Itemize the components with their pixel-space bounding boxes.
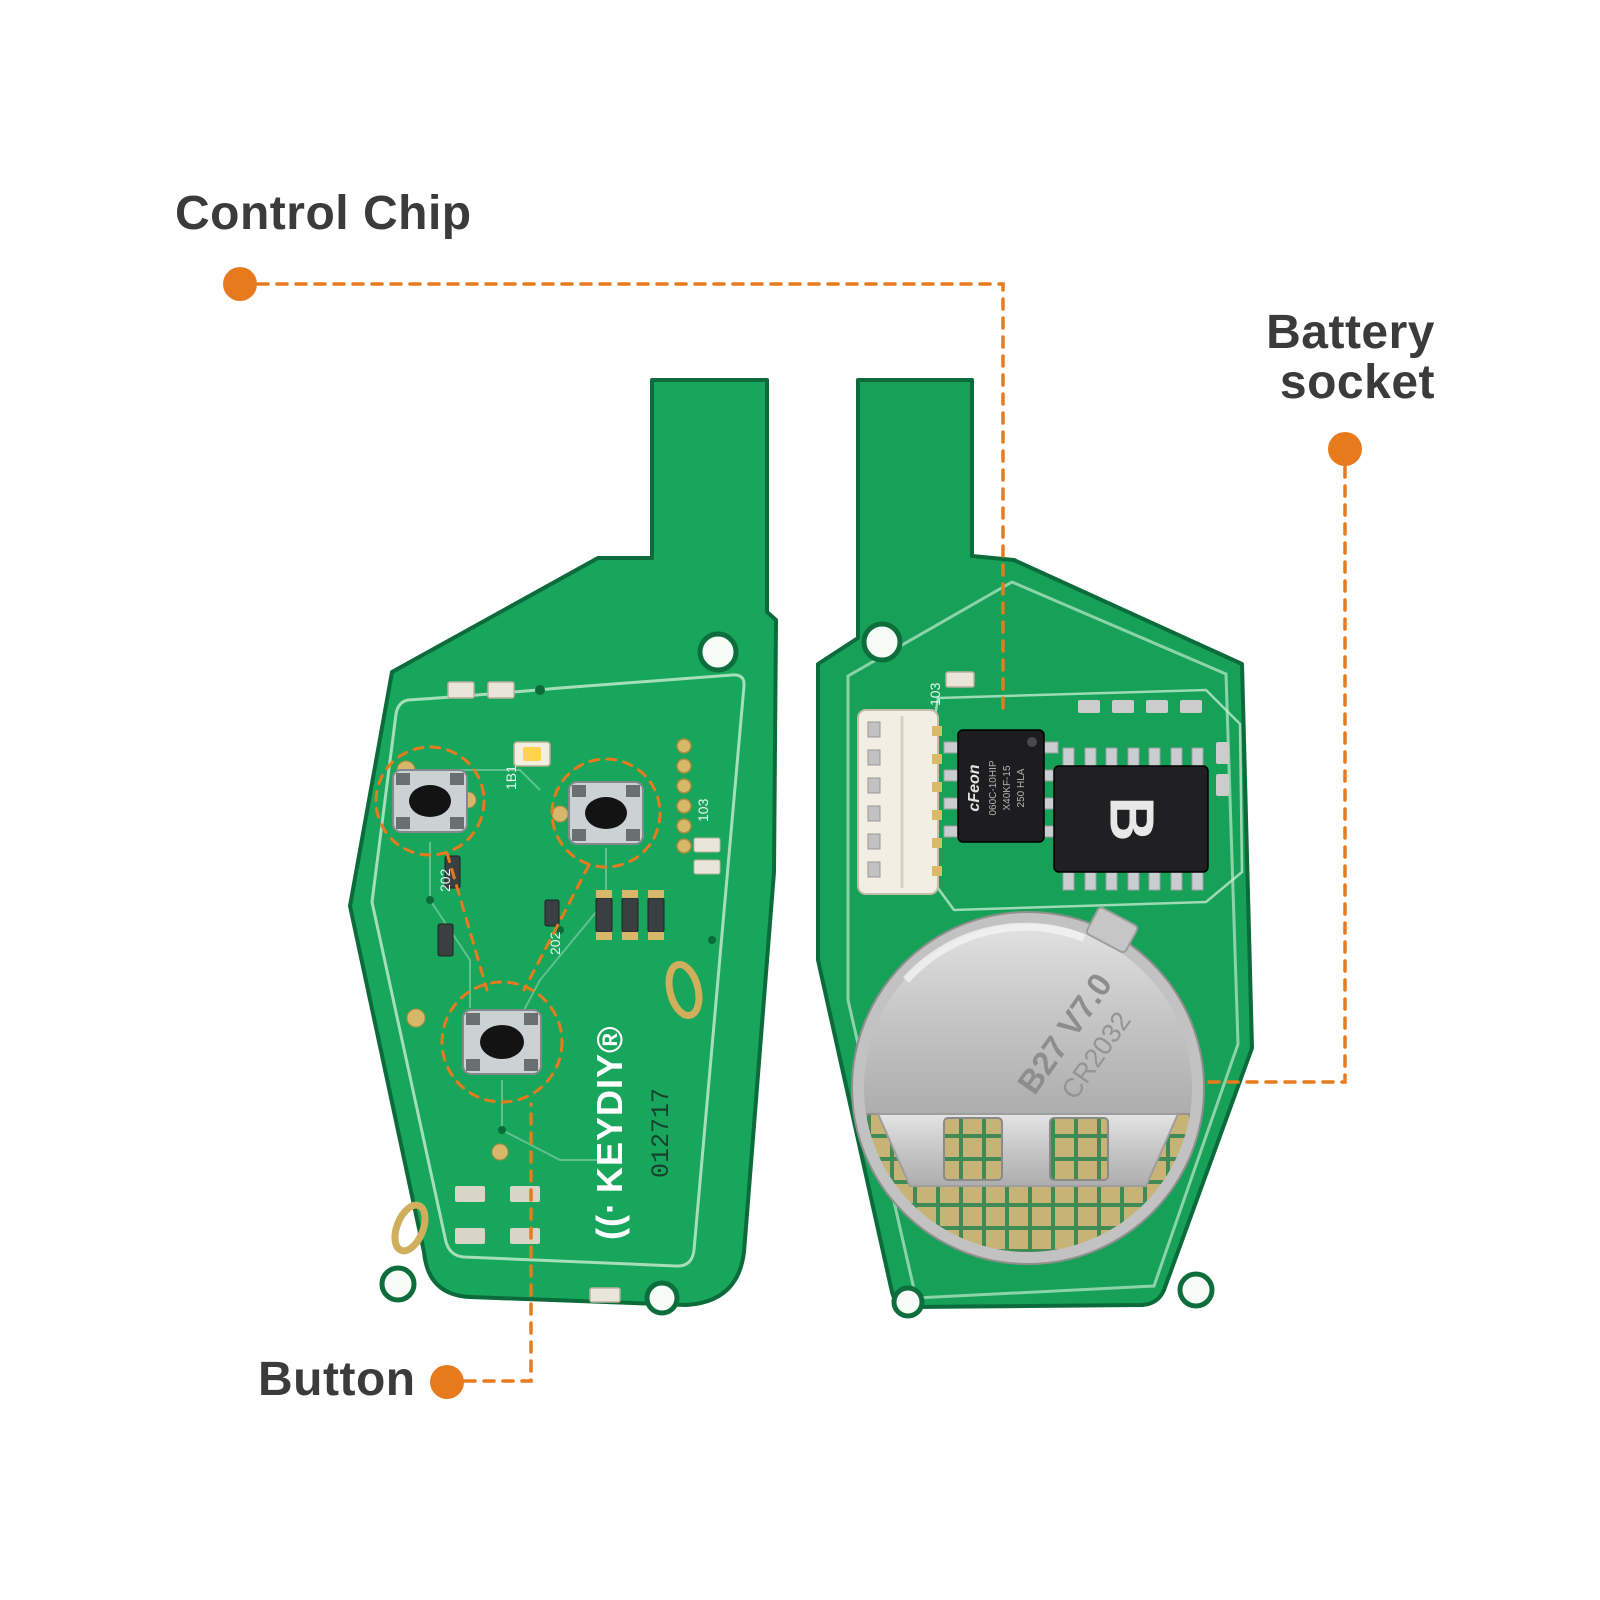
chip-b-marking: B [1097, 797, 1166, 842]
callouts [223, 267, 1362, 1399]
keydiy-brand-text: KEYDIY® [589, 1025, 630, 1193]
battery-clip-plate [876, 1113, 1180, 1187]
tact-switch-bottom [462, 1009, 542, 1075]
control-chip-callout-line [256, 282, 1005, 718]
button-circle-link-line [445, 851, 489, 992]
left-pcb-capacitors [447, 681, 621, 1303]
led [513, 741, 551, 767]
battery-rim [852, 912, 1204, 1264]
battery-clip-hole [943, 1117, 1003, 1181]
battery-rim-edge [851, 911, 1205, 1265]
button-callout-circle [374, 745, 486, 857]
battery-callout-line [1200, 465, 1347, 1084]
right-pcb: 103 cFeon 060C-10HIP X40KF-15 250 HLA [816, 378, 1254, 1319]
battery-callout-dot [1328, 432, 1362, 466]
left-pcb-board [348, 378, 778, 1307]
control-chip-label: Control Chip [175, 187, 472, 240]
keydiy-brand-silkscreen: ((· KEYDIY® [589, 1025, 630, 1240]
button-callout-dot [430, 1365, 464, 1399]
cap-ref-label: 103 [927, 682, 943, 706]
tact-switch-right [568, 781, 644, 845]
button-callout-line [463, 1102, 533, 1383]
ref-label: 1B1 [503, 765, 519, 790]
ref-label: 202 [547, 931, 563, 955]
button-callout-circle [440, 980, 564, 1104]
left-pcb-screw-holes [379, 631, 739, 1316]
battery-socket: B27 V7.0 CR2032 [851, 906, 1205, 1265]
chip-marking-line: 060C-10HIP [988, 760, 999, 815]
button-circle-link-line [522, 863, 591, 992]
right-pcb-pads [1078, 700, 1229, 796]
battery-socket-label: Battery socket [1140, 308, 1435, 408]
battery-socket-label-line2: socket [1279, 355, 1435, 409]
keydiy-logo-icon: ((· [589, 1201, 630, 1240]
left-pcb-ref-labels: 202 202 1B1 103 [437, 765, 711, 955]
battery-highlight [903, 922, 1086, 983]
battery-clip-tab [1085, 906, 1139, 954]
control-chip: cFeon 060C-10HIP X40KF-15 250 HLA [943, 729, 1059, 843]
serial-number: 012717 [647, 1088, 676, 1178]
chip-marking-line: 250 HLA [1016, 768, 1027, 807]
capacitor-103 [945, 671, 975, 688]
ref-label: 103 [695, 798, 711, 822]
control-chip-callout-dot [223, 267, 257, 301]
ref-label: 202 [437, 868, 453, 892]
gold-oval-pads [391, 961, 703, 1255]
chip-marking-line: cFeon [966, 764, 983, 811]
left-pcb: 202 202 1B1 103 ((· KEYDIY® 012717 [348, 378, 778, 1316]
battery-connector [857, 709, 942, 895]
battery-clip-hole [1049, 1117, 1109, 1181]
button-label: Button [258, 1353, 416, 1406]
chip-b: B [1053, 747, 1209, 891]
programming-pads [676, 738, 692, 854]
battery-socket-label-line1: Battery [1266, 306, 1435, 359]
button-callout-circle [550, 757, 662, 869]
left-pcb-resistors [437, 837, 721, 957]
right-pcb-screw-holes [861, 621, 1215, 1319]
chip-marking-line: X40KF-15 [1002, 765, 1013, 810]
tact-switch-left [392, 769, 468, 833]
